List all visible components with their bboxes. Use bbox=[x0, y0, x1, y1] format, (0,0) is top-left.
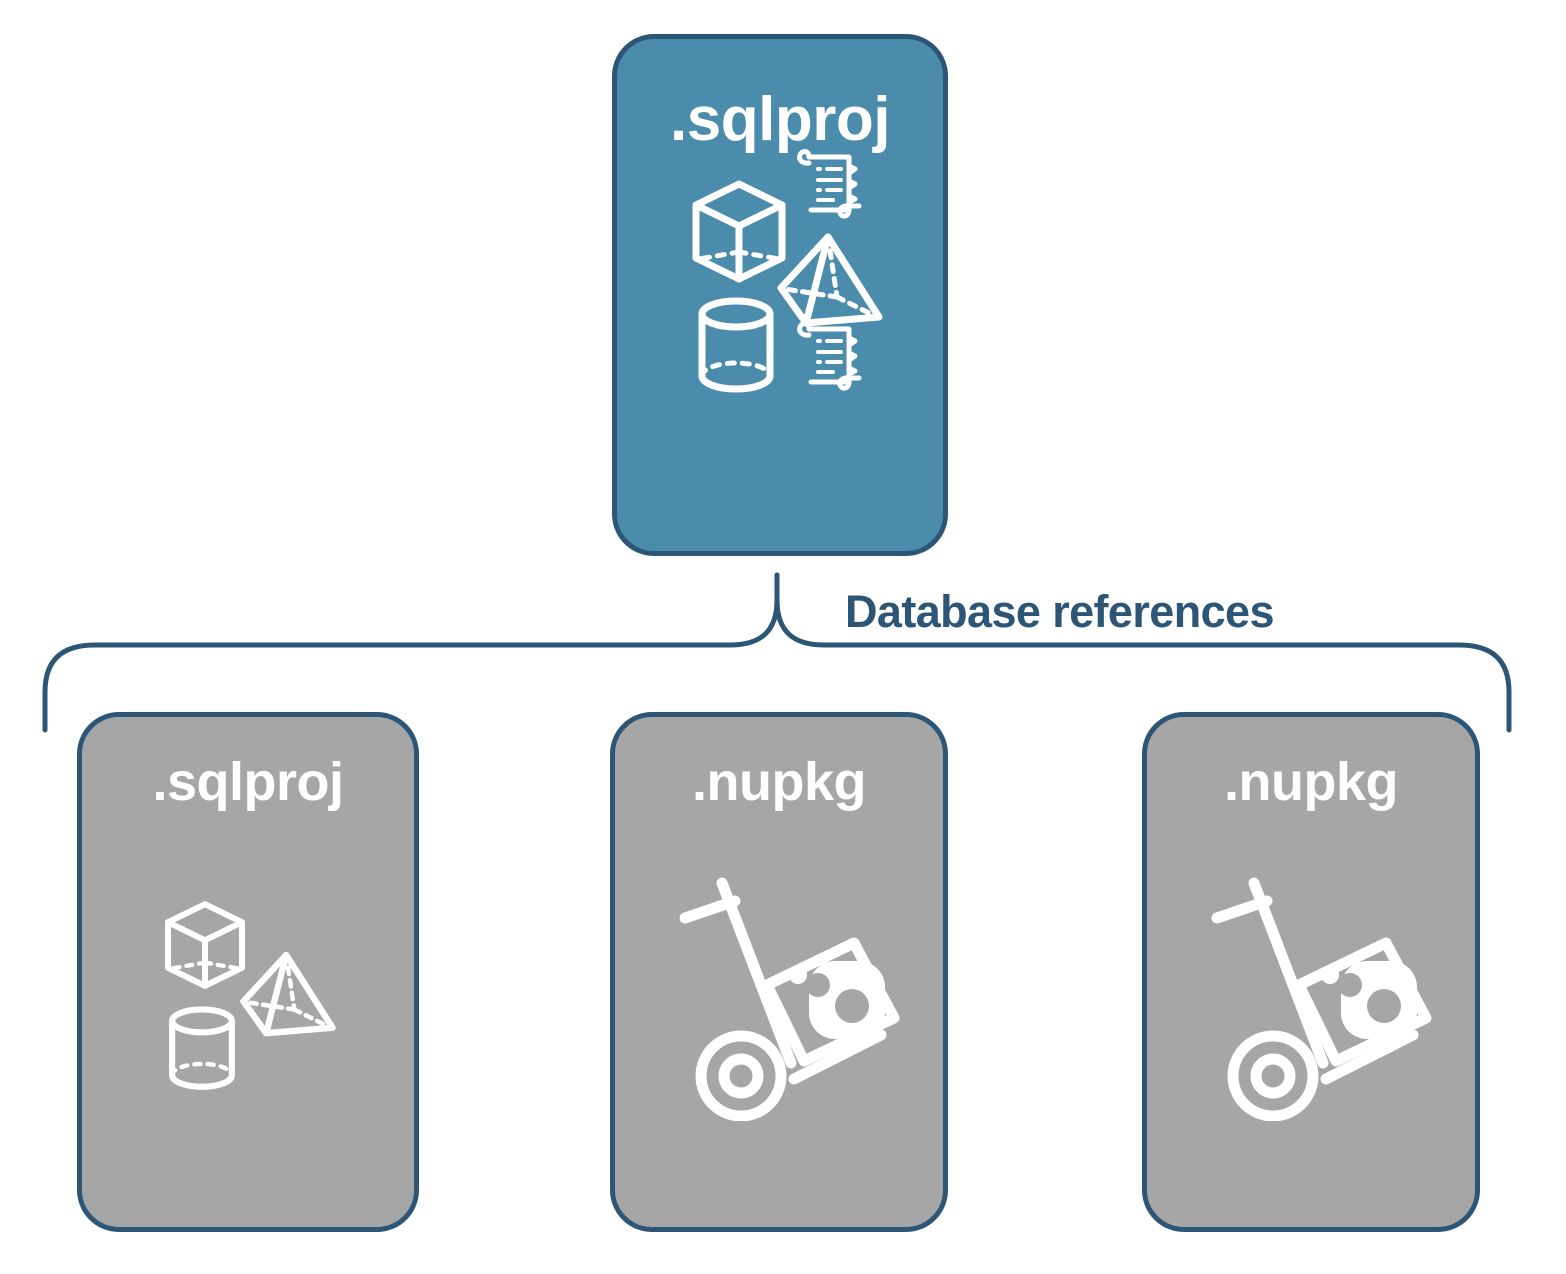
node-sqlproj-reference[interactable]: .sqlproj bbox=[77, 712, 419, 1232]
node-title-sqlproj-reference: .sqlproj bbox=[152, 752, 344, 812]
pyramid-icon bbox=[240, 951, 336, 1037]
node-nupkg-reference-2[interactable]: .nupkg bbox=[1142, 712, 1480, 1232]
cylinder-icon bbox=[169, 1006, 235, 1090]
cylinder-icon bbox=[698, 297, 774, 393]
brace-caption-database-references: Database references bbox=[845, 586, 1274, 637]
node-title-nupkg-reference-2: .nupkg bbox=[1224, 752, 1398, 812]
cube-icon bbox=[165, 901, 245, 989]
node-sqlproj-root[interactable]: .sqlproj bbox=[612, 34, 948, 556]
node-nupkg-reference-1[interactable]: .nupkg bbox=[610, 712, 948, 1232]
cube-icon bbox=[692, 180, 786, 283]
scroll-icon bbox=[797, 321, 862, 391]
scroll-icon bbox=[797, 149, 862, 219]
node-title-nupkg-reference-1: .nupkg bbox=[692, 752, 866, 812]
icon-stage-child-1 bbox=[615, 809, 943, 1227]
icon-stage-root bbox=[617, 149, 943, 551]
icon-stage-child-2 bbox=[1147, 809, 1475, 1227]
node-title-sqlproj-root: .sqlproj bbox=[670, 85, 890, 154]
hand-truck-package-icon bbox=[679, 877, 900, 1121]
icon-stage-child-0 bbox=[82, 809, 414, 1227]
hand-truck-package-icon bbox=[1211, 877, 1432, 1121]
